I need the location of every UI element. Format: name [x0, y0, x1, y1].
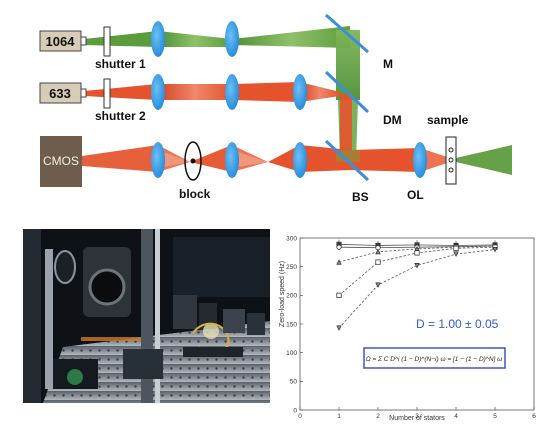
data-point — [336, 259, 342, 265]
y-tick-label: 150 — [286, 321, 297, 328]
laser-633: 633 — [39, 82, 87, 104]
mirror-label: M — [383, 57, 393, 71]
chart-series — [336, 239, 498, 331]
optical-setup-diagram: 1064 633 shutter 1 shutter 2 M DM BS OL … — [39, 13, 512, 204]
data-point — [414, 250, 420, 256]
y-tick-label: 200 — [286, 293, 297, 300]
x-axis-label: Number of stators — [389, 415, 445, 422]
lens-icon — [225, 21, 239, 57]
objective-lens-icon — [413, 142, 427, 178]
lens-icon — [151, 142, 165, 178]
formula-text: Ω = Σ C D^i (1 − D)^(N−i) ω = [1 − (1 − … — [366, 356, 502, 363]
beamsplitter-icon — [324, 139, 370, 182]
laser-633-label: 633 — [49, 86, 71, 101]
lens-icon — [151, 21, 165, 57]
cmos-camera: CMOS — [40, 136, 82, 187]
data-point — [414, 263, 420, 269]
x-tick-label: 0 — [298, 413, 302, 420]
shutter-2-label: shutter 2 — [95, 109, 146, 123]
laser-1064: 1064 — [39, 30, 87, 52]
x-tick-label: 3 — [415, 413, 419, 420]
dichroic-label: DM — [383, 113, 402, 127]
objective-label: OL — [407, 188, 424, 202]
data-point — [336, 292, 342, 298]
cmos-label: CMOS — [43, 154, 79, 168]
data-point — [375, 248, 381, 255]
block-label: block — [179, 187, 211, 201]
series-line — [338, 249, 496, 329]
data-point — [336, 244, 342, 250]
data-point — [375, 282, 381, 288]
y-tick-label: 300 — [286, 235, 297, 242]
beamsplitter-label: BS — [352, 190, 369, 204]
data-point — [336, 325, 342, 331]
lens-icon — [225, 74, 239, 110]
x-tick-label: 4 — [454, 413, 458, 420]
zero-load-speed-chart: 0 1 2 3 4 5 6 0 50 100 150 200 250 300 Zero-load spee… — [279, 235, 536, 422]
data-point — [453, 245, 459, 251]
optical-setup-photo — [23, 229, 270, 403]
lens-icon — [293, 74, 307, 110]
diffusion-annotation: D = 1.00 ± 0.05 — [416, 317, 499, 331]
formula-box — [363, 347, 506, 369]
y-tick-label: 100 — [286, 350, 297, 357]
imaging-beam — [82, 145, 456, 172]
x-tick-label: 6 — [532, 413, 536, 420]
data-point — [453, 251, 459, 257]
y-tick-label: 250 — [286, 264, 297, 271]
x-tick-label: 1 — [337, 413, 341, 420]
laser-1064-label: 1064 — [46, 34, 76, 49]
sample-label: sample — [427, 113, 469, 127]
lenses — [151, 21, 427, 178]
chart-axes: 0 1 2 3 4 5 6 0 50 100 150 200 250 300 — [286, 235, 536, 420]
lens-icon — [151, 74, 165, 110]
x-tick-label: 2 — [376, 413, 380, 420]
data-point — [375, 259, 381, 265]
x-tick-label: 5 — [493, 413, 497, 420]
data-point — [492, 246, 498, 253]
y-tick-label: 50 — [290, 379, 298, 386]
sample-holder-icon — [445, 136, 457, 185]
red-beam — [84, 82, 352, 160]
dichroic-mirror-icon — [324, 70, 370, 114]
y-tick-label: 0 — [293, 407, 297, 414]
shutter-2-icon — [103, 78, 111, 109]
lens-icon — [293, 142, 307, 178]
mirror-icon — [325, 13, 369, 54]
shutter-1-icon — [103, 26, 111, 57]
y-axis-label: Zero-load speed (Hz) — [279, 261, 286, 327]
shutter-1-label: shutter 1 — [95, 57, 146, 71]
photo-illustration — [23, 229, 270, 403]
block-icon — [184, 141, 202, 181]
lens-icon — [225, 142, 239, 178]
